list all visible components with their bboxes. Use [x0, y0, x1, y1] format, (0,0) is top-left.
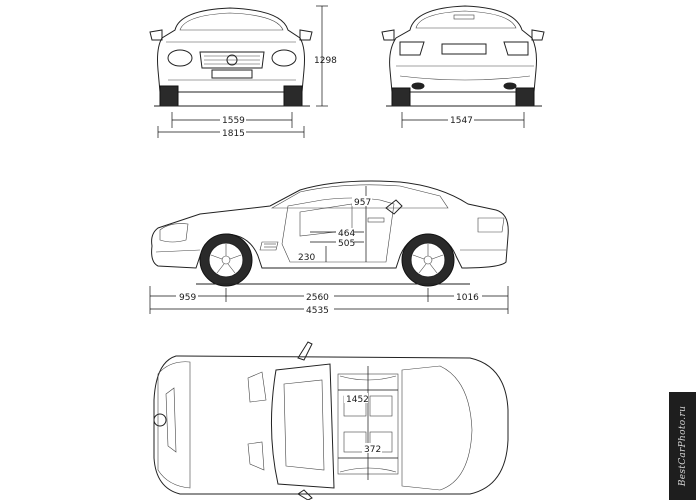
- side-view-dimensions: 959 2560 1016 4535: [149, 286, 509, 316]
- roof-height-label: 957: [354, 198, 371, 208]
- width-label: 1815: [222, 129, 245, 139]
- door-b-label: 505: [338, 239, 355, 249]
- top-a-label: 1452: [346, 395, 369, 405]
- front-view-dimensions: 1298 1559 1815: [157, 5, 337, 139]
- side-view-inner-labels: 957 464 505 230: [296, 196, 372, 263]
- rear-overhang-label: 1016: [456, 293, 479, 303]
- rear-view-dimensions: 1547: [401, 112, 525, 128]
- watermark-text: BestCarPhoto.ru: [677, 405, 688, 487]
- watermark-badge: BestCarPhoto.ru: [669, 392, 696, 500]
- rear-track-label: 1547: [450, 116, 473, 126]
- sill-label: 230: [298, 253, 315, 263]
- front-view: [149, 7, 313, 107]
- front-track-label: 1559: [222, 116, 245, 126]
- top-view: [153, 341, 509, 500]
- top-view-labels: 1452 372: [344, 393, 382, 455]
- side-view: [151, 180, 509, 287]
- rear-view: [381, 5, 545, 107]
- height-label: 1298: [314, 56, 337, 66]
- door-a-label: 464: [338, 229, 355, 239]
- wheelbase-label: 2560: [306, 293, 329, 303]
- front-overhang-label: 959: [179, 293, 196, 303]
- top-b-label: 372: [364, 445, 381, 455]
- length-label: 4535: [306, 306, 329, 316]
